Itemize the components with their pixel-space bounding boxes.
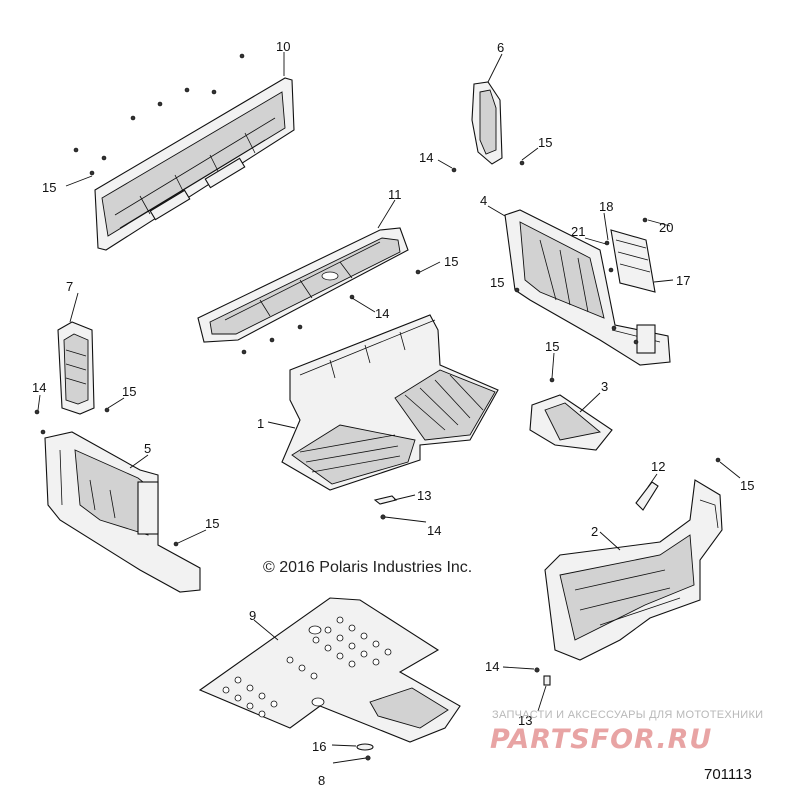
callout-9: 9 (249, 608, 256, 623)
callout-1: 1 (257, 416, 264, 431)
part-9-skid-plate (198, 597, 461, 743)
callout-14: 14 (419, 150, 433, 165)
callout-15: 15 (122, 384, 136, 399)
callout-11: 11 (388, 187, 402, 202)
callout-14: 14 (32, 380, 46, 395)
callout-15: 15 (740, 478, 754, 493)
callout-5: 5 (144, 441, 151, 456)
part-11-cross-member (197, 227, 421, 355)
callout-15: 15 (538, 135, 552, 150)
part-12-small-bracket (635, 481, 659, 511)
callout-15: 15 (545, 339, 559, 354)
part-7-left-brace (34, 321, 110, 415)
part-1-floor-tray (281, 314, 499, 491)
callout-12: 12 (651, 459, 665, 474)
watermark-tagline: ЗАПЧАСТИ И АКСЕССУАРЫ ДЛЯ МОТОТЕХНИКИ (492, 709, 763, 721)
callout-18: 18 (599, 199, 613, 214)
part-10-rear-panel (73, 53, 295, 251)
callout-15: 15 (205, 516, 219, 531)
callout-6: 6 (497, 40, 504, 55)
callout-20: 20 (659, 220, 673, 235)
callout-13: 13 (417, 488, 431, 503)
callout-15: 15 (490, 275, 504, 290)
callout-14: 14 (485, 659, 499, 674)
callout-14: 14 (427, 523, 441, 538)
callout-21: 21 (571, 224, 585, 239)
callout-7: 7 (66, 279, 73, 294)
callout-3: 3 (601, 379, 608, 394)
callout-17: 17 (676, 273, 690, 288)
part-4-right-side-panel (504, 209, 671, 366)
part-3-bracket (529, 377, 613, 451)
callout-14: 14 (375, 306, 389, 321)
callout-15: 15 (42, 180, 56, 195)
callout-labels: 10 6 15 14 15 4 18 20 21 17 11 15 15 14 … (32, 39, 754, 788)
skid-plate-holes (222, 616, 392, 718)
callout-15: 15 (444, 254, 458, 269)
watermark-logo: PARTSFOR.RU (490, 724, 712, 755)
part-5-left-side-panel (40, 429, 201, 593)
part-17-small-panel (604, 217, 656, 293)
callout-2: 2 (591, 524, 598, 539)
copyright-notice: © 2016 Polaris Industries Inc. (263, 559, 472, 576)
loose-hardware (356, 495, 551, 761)
callout-16: 16 (312, 739, 326, 754)
part-2-right-tub (544, 457, 723, 661)
callout-10: 10 (276, 39, 290, 54)
document-number: 701113 (704, 766, 752, 783)
callout-4: 4 (480, 193, 487, 208)
callout-13: 13 (518, 713, 532, 728)
leader-lines (37, 52, 741, 764)
callout-8: 8 (318, 773, 325, 788)
part-6-side-brace (451, 81, 525, 173)
